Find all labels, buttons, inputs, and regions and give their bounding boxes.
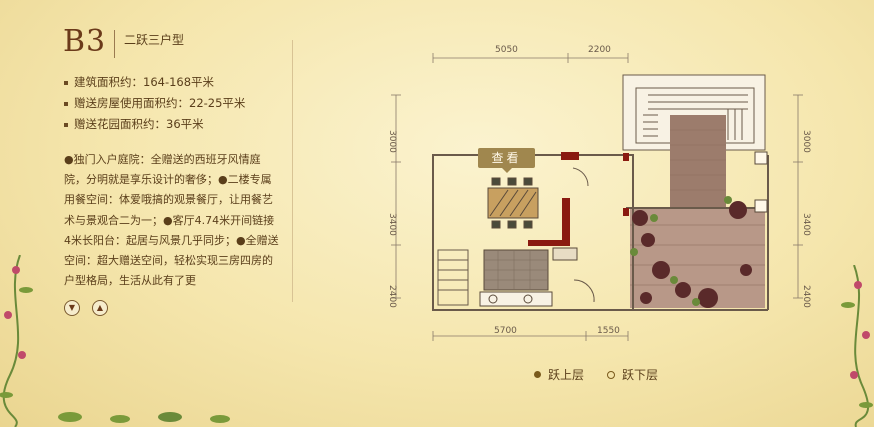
dim-left-3: 2400 bbox=[387, 285, 397, 308]
panel-divider bbox=[292, 40, 293, 302]
terrace-deck bbox=[670, 115, 726, 215]
plan-code: B3 bbox=[63, 24, 107, 59]
legend-upper-level[interactable]: 跃上层 bbox=[534, 366, 584, 383]
left-vine-decoration bbox=[0, 255, 33, 427]
right-vine-decoration bbox=[841, 265, 873, 427]
spec-item-area: 建筑面积约：164-168平米 bbox=[64, 72, 245, 93]
windows bbox=[754, 151, 768, 213]
legend-lower-label: 跃下层 bbox=[622, 368, 659, 382]
doors bbox=[572, 167, 595, 303]
scroll-down-button[interactable]: ▼ bbox=[64, 300, 80, 316]
garden-deck bbox=[630, 208, 765, 308]
spec-list: 建筑面积约：164-168平米 赠送房屋使用面积约：22-25平米 赠送花园面积… bbox=[64, 72, 245, 135]
dim-right-1: 3000 bbox=[801, 130, 811, 153]
garden-leaves bbox=[630, 196, 732, 306]
bottom-leaf-decoration bbox=[58, 412, 230, 423]
kitchen bbox=[479, 247, 578, 307]
floor-plan: 5050 2200 5700 1550 3000 3400 2400 3000 … bbox=[387, 45, 811, 341]
dim-left-1: 3000 bbox=[387, 130, 397, 153]
dim-top-1: 5050 bbox=[495, 45, 518, 55]
dining-table bbox=[487, 177, 539, 229]
scroll-up-button[interactable]: ▲ bbox=[92, 300, 108, 316]
garden-plants bbox=[632, 201, 752, 308]
dim-right-3: 2400 bbox=[801, 285, 811, 308]
legend-lower-level[interactable]: 跃下层 bbox=[607, 366, 658, 383]
dim-top-2: 2200 bbox=[588, 45, 611, 55]
dim-bottom-2: 1550 bbox=[597, 326, 620, 336]
staircase bbox=[622, 74, 766, 151]
dim-right-2: 3400 bbox=[801, 213, 811, 236]
lower-level-dot bbox=[607, 370, 615, 379]
side-stair bbox=[437, 249, 469, 306]
spec-item-bonus-area: 赠送房屋使用面积约：22-25平米 bbox=[64, 93, 245, 114]
title-divider bbox=[114, 30, 115, 58]
dim-left-2: 3400 bbox=[387, 213, 397, 236]
wall-accents bbox=[528, 152, 629, 246]
description: ●独门入户庭院：全赠送的西班牙风情庭院，分明就是享乐设计的奢侈；●二楼专属用餐空… bbox=[64, 153, 279, 288]
upper-level-dot bbox=[534, 371, 541, 378]
legend-upper-label: 跃上层 bbox=[548, 368, 585, 382]
view-button[interactable]: 查看 bbox=[478, 148, 535, 173]
dimension-lines bbox=[391, 53, 803, 341]
spec-item-garden: 赠送花园面积约：36平米 bbox=[64, 114, 245, 135]
plan-type: 二跃三户型 bbox=[124, 33, 185, 47]
dim-bottom-1: 5700 bbox=[494, 326, 517, 336]
